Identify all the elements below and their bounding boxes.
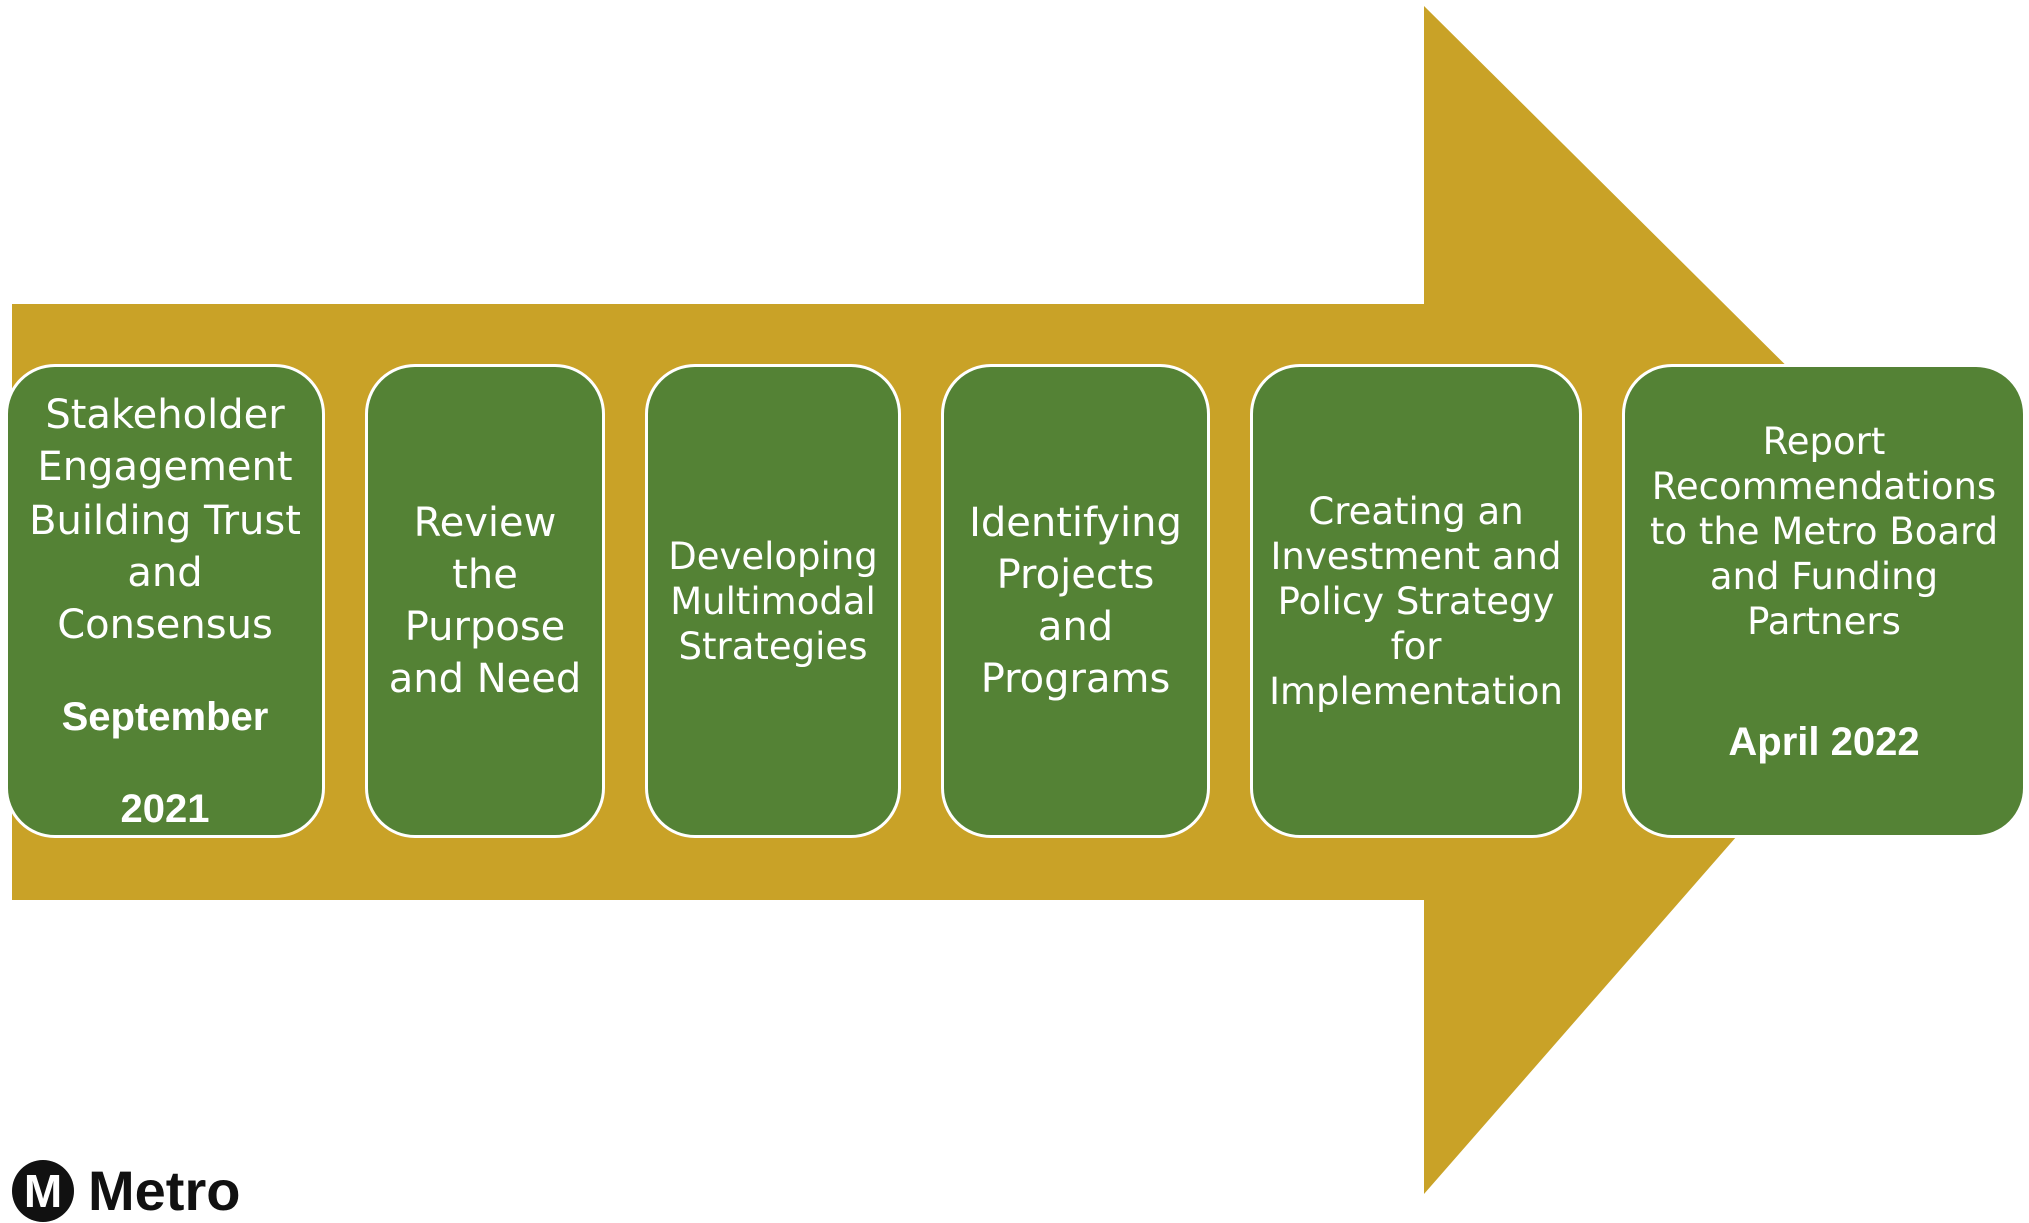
step-title-line: Projects [996,552,1155,598]
step-stakeholder-engagement: Stakeholder Engagement Building Trust an… [5,364,325,838]
step-title-line: Policy Strategy [1277,579,1555,623]
step-title-line: Recommendations [1651,465,1997,508]
step-title-line: Creating an [1308,489,1524,533]
step-subtitle-line: Building Trust [29,498,301,544]
step-date: 2021 [120,787,210,831]
step-investment-strategy: Creating an Investment and Policy Strate… [1250,364,1582,838]
step-title-line: Report [1762,420,1886,463]
step-title-line: and [1037,604,1114,650]
step-title-line: Purpose [404,604,566,650]
step-date: April 2022 [1728,720,1920,764]
step-title-line: Multimodal [670,579,876,623]
step-title-line: the [452,552,518,598]
step-title-line: Implementation [1269,669,1563,713]
step-title-line: Engagement [37,444,293,490]
step-subtitle-line: Consensus [57,602,273,648]
step-title-line: Identifying [969,500,1182,546]
step-title-line: Investment and [1270,534,1562,578]
step-report-recommendations: Report Recommendations to the Metro Boar… [1622,364,2026,838]
metro-logo: M Metro [12,1158,240,1223]
step-identifying-projects: Identifying Projects and Programs [941,364,1210,838]
step-title-line: to the Metro Board [1649,510,1999,553]
step-title-line: Programs [980,656,1171,702]
metro-logo-icon: M [12,1159,74,1222]
step-date: September [61,695,269,739]
step-title-line: Stakeholder [45,392,285,438]
step-title-line: Strategies [678,624,868,668]
step-title-line: Review [413,500,557,546]
step-developing-strategies: Developing Multimodal Strategies [645,364,901,838]
step-title-line: for [1390,624,1442,668]
step-title-line: and Need [388,656,582,702]
step-title-line: Partners [1747,600,1901,643]
step-title-line: Developing [668,534,878,578]
metro-logo-wordmark: Metro [88,1159,241,1222]
step-review-purpose: Review the Purpose and Need [365,364,605,838]
step-subtitle-line: and [127,550,203,596]
step-title-line: and Funding [1709,555,1939,598]
